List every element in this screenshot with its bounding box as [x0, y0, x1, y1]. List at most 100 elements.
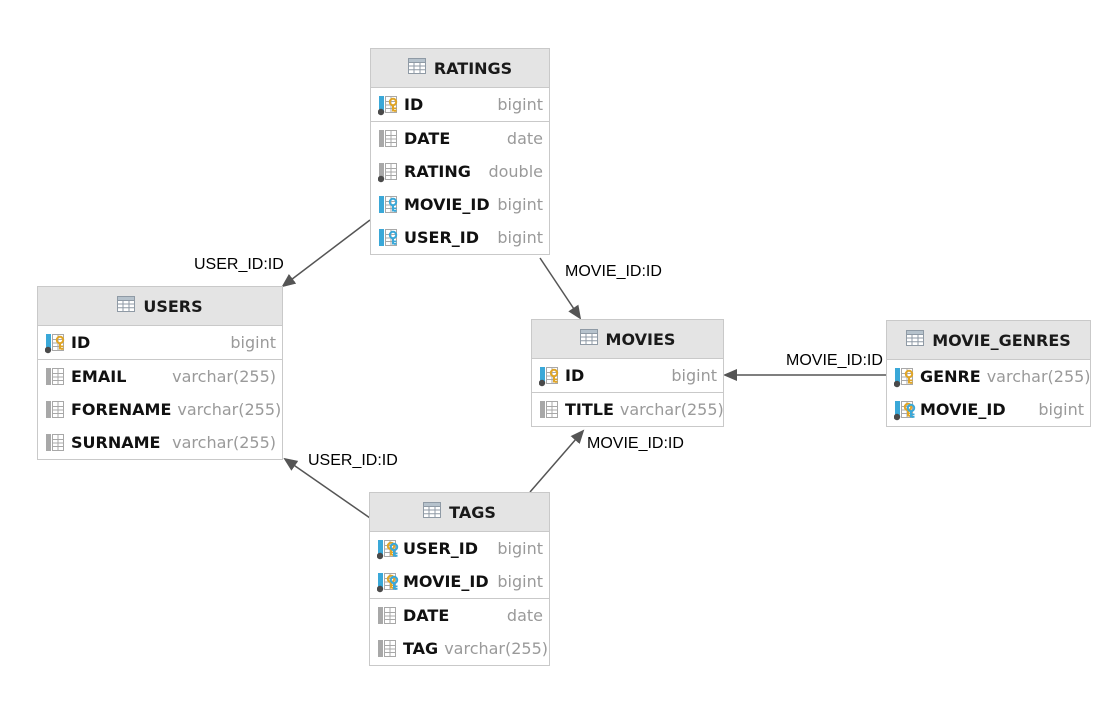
column-row[interactable]: MOVIE_ID bigint	[371, 188, 549, 221]
column-row[interactable]: MOVIE_ID bigint	[370, 565, 549, 598]
table-header[interactable]: RATINGS	[371, 49, 549, 88]
table-name: RATINGS	[433, 58, 513, 78]
column-name: DATE	[403, 606, 450, 625]
table-name: TAGS	[449, 502, 496, 522]
column-name: TITLE	[565, 400, 614, 419]
primary-foreign-key-icon	[893, 399, 916, 421]
column-name: MOVIE_ID	[403, 572, 489, 591]
column-divider	[370, 598, 549, 599]
column-type: varchar(255)	[177, 400, 282, 419]
table-header[interactable]: TAGS	[370, 493, 549, 532]
table-header[interactable]: MOVIE_GENRES	[887, 321, 1090, 360]
column-row[interactable]: MOVIE_ID bigint	[887, 393, 1090, 426]
column-type: bigint	[497, 195, 543, 214]
column-name: USER_ID	[403, 539, 478, 558]
table-icon	[407, 58, 426, 78]
column-name: ID	[565, 366, 585, 385]
column-name: ID	[404, 95, 424, 114]
primary-foreign-key-icon	[376, 538, 399, 560]
column-name: SURNAME	[71, 433, 161, 452]
column-name: TAG	[403, 639, 439, 658]
column-name: GENRE	[920, 367, 981, 386]
edge-ratings-users[interactable]	[281, 219, 371, 288]
column-name: EMAIL	[71, 367, 127, 386]
column-row[interactable]: TAG varchar(255)	[370, 632, 549, 665]
primary-key-icon	[377, 94, 400, 116]
table-icon	[423, 502, 442, 522]
column-row[interactable]: SURNAME varchar(255)	[38, 426, 282, 459]
column-icon	[377, 638, 399, 660]
primary-key-icon	[44, 332, 67, 354]
column-type: bigint	[497, 539, 543, 558]
column-row[interactable]: GENRE varchar(255)	[887, 360, 1091, 393]
relation-label-genres-movies: MOVIE_ID:ID	[786, 352, 883, 369]
not-null-column-icon	[377, 161, 400, 183]
column-row[interactable]: FORENAME varchar(255)	[38, 393, 282, 426]
relation-label-tags-users: USER_ID:ID	[308, 452, 398, 469]
column-row[interactable]: ID bigint	[532, 359, 723, 392]
column-row[interactable]: DATE date	[371, 122, 549, 155]
column-icon	[377, 605, 399, 627]
column-row[interactable]: TITLE varchar(255)	[532, 393, 724, 426]
column-type: varchar(255)	[619, 400, 724, 419]
relation-label-ratings-users: USER_ID:ID	[194, 256, 284, 273]
column-type: varchar(255)	[986, 367, 1091, 386]
column-divider	[371, 121, 549, 122]
column-icon	[45, 432, 67, 454]
column-type: bigint	[230, 333, 276, 352]
table-icon	[117, 296, 136, 316]
column-row[interactable]: USER_ID bigint	[370, 532, 549, 565]
column-icon	[45, 399, 67, 421]
primary-key-icon	[893, 366, 916, 388]
column-type: bigint	[497, 572, 543, 591]
column-divider	[532, 392, 723, 393]
column-type: varchar(255)	[444, 639, 549, 658]
relation-label-ratings-movies: MOVIE_ID:ID	[565, 263, 662, 280]
table-name: USERS	[143, 296, 203, 316]
edge-tags-users[interactable]	[283, 457, 371, 519]
edge-ratings-movies[interactable]	[539, 257, 582, 320]
column-icon	[539, 399, 561, 421]
column-icon	[378, 128, 400, 150]
foreign-key-icon	[378, 227, 400, 249]
table-name: MOVIES	[605, 329, 676, 349]
primary-foreign-key-icon	[376, 571, 399, 593]
table-movie-genres[interactable]: MOVIE_GENRES GENRE varchar(255) MOVIE_ID big…	[886, 320, 1091, 427]
column-name: ID	[71, 333, 91, 352]
column-name: FORENAME	[71, 400, 172, 419]
column-row[interactable]: ID bigint	[371, 88, 549, 121]
column-divider	[38, 359, 282, 360]
table-header[interactable]: USERS	[38, 287, 282, 326]
table-icon	[579, 329, 598, 349]
column-type: varchar(255)	[172, 433, 276, 452]
column-icon	[45, 366, 67, 388]
column-type: date	[506, 129, 543, 148]
table-header[interactable]: MOVIES	[532, 320, 723, 359]
column-type: date	[506, 606, 543, 625]
column-name: RATING	[404, 162, 471, 181]
column-name: MOVIE_ID	[404, 195, 490, 214]
table-name: MOVIE_GENRES	[932, 330, 1071, 350]
column-name: DATE	[404, 129, 451, 148]
primary-key-icon	[538, 365, 561, 387]
foreign-key-icon	[378, 194, 400, 216]
column-type: bigint	[497, 95, 543, 114]
edge-tags-movies[interactable]	[529, 429, 585, 493]
column-row[interactable]: ID bigint	[38, 326, 282, 359]
column-row[interactable]: DATE date	[370, 599, 549, 632]
column-type: bigint	[671, 366, 717, 385]
table-icon	[906, 330, 925, 350]
column-row[interactable]: USER_ID bigint	[371, 221, 549, 254]
column-type: bigint	[1038, 400, 1084, 419]
column-name: USER_ID	[404, 228, 479, 247]
column-type: bigint	[497, 228, 543, 247]
column-name: MOVIE_ID	[920, 400, 1006, 419]
relation-label-tags-movies: MOVIE_ID:ID	[587, 435, 684, 452]
